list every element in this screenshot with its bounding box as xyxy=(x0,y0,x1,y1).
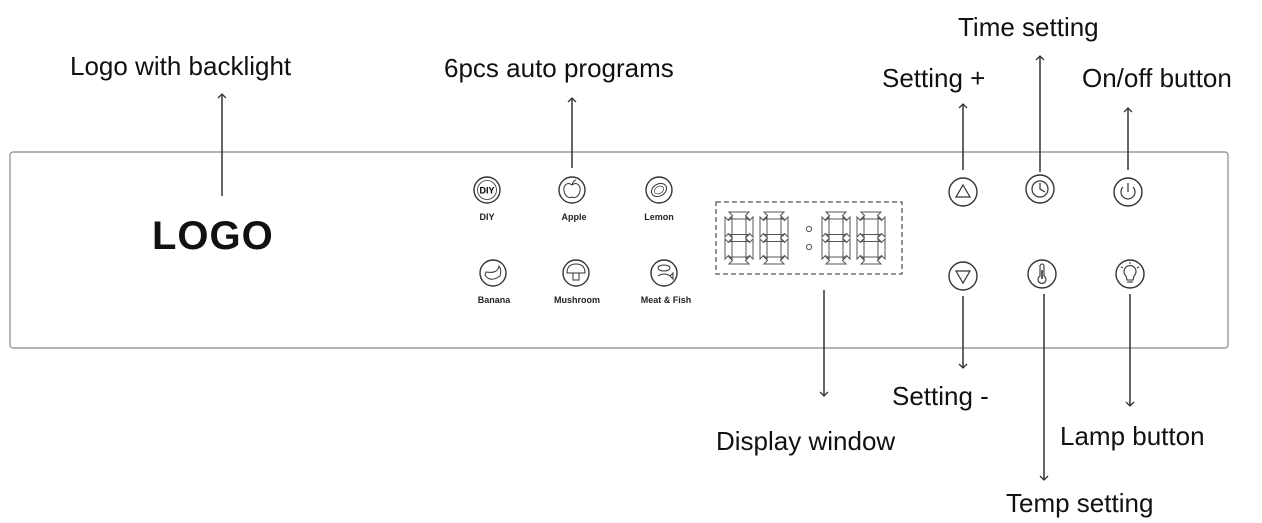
lemon-label: Lemon xyxy=(644,212,674,222)
panel-outline xyxy=(9,151,1229,349)
segment-c xyxy=(745,237,754,261)
temp-setting-button[interactable] xyxy=(1027,259,1057,289)
segment-b xyxy=(780,215,789,239)
segment-a xyxy=(859,211,883,220)
panel-logo: LOGO xyxy=(152,214,274,258)
callout-setting-plus: Setting + xyxy=(882,63,986,93)
callout-display-window: Display window xyxy=(716,426,896,456)
segment-a xyxy=(824,211,848,220)
segment-b xyxy=(877,215,886,239)
segment-c xyxy=(877,237,886,261)
display-digit xyxy=(821,211,851,265)
apple-icon xyxy=(563,179,581,199)
clock-icon xyxy=(1031,180,1049,198)
display-digit xyxy=(724,211,754,265)
segment-b xyxy=(745,215,754,239)
seven-segment-digits xyxy=(724,211,886,265)
banana-icon xyxy=(484,264,502,280)
segment-c xyxy=(780,237,789,261)
banana-button[interactable] xyxy=(479,259,507,287)
lamp-button[interactable] xyxy=(1115,259,1145,289)
colon-dot-bottom xyxy=(805,243,813,251)
thermometer-icon xyxy=(1037,263,1047,284)
callout-lamp-button: Lamp button xyxy=(1060,421,1205,451)
time-setting-button[interactable] xyxy=(1025,174,1055,204)
mushroom-label: Mushroom xyxy=(554,295,600,305)
segment-e xyxy=(821,237,830,261)
callout-setting-minus: Setting - xyxy=(892,381,989,411)
segment-e xyxy=(856,237,865,261)
segment-f xyxy=(759,215,768,239)
meat-fish-icon xyxy=(657,264,674,281)
segment-a xyxy=(727,211,751,220)
display-digit xyxy=(759,211,789,265)
segment-d xyxy=(824,256,848,265)
on-off-button[interactable] xyxy=(1113,177,1143,207)
segment-b xyxy=(842,215,851,239)
segment-f xyxy=(724,215,733,239)
callout-time-setting: Time setting xyxy=(958,12,1099,42)
power-icon xyxy=(1120,183,1136,200)
lemon-button[interactable] xyxy=(645,176,673,204)
colon-dot-top xyxy=(805,225,813,233)
display-window xyxy=(715,201,903,275)
meat-fish-button[interactable] xyxy=(650,259,678,287)
lemon-icon xyxy=(650,182,668,198)
callout-auto-programs: 6pcs auto programs xyxy=(444,53,674,83)
setting-minus-button[interactable] xyxy=(948,261,978,291)
triangle-down-icon xyxy=(954,270,972,285)
segment-f xyxy=(856,215,865,239)
diy-label: DIY xyxy=(479,212,495,222)
display-digit xyxy=(856,211,886,265)
callout-logo-backlight: Logo with backlight xyxy=(70,51,292,81)
callout-temp-setting: Temp setting xyxy=(1006,488,1154,518)
segment-a xyxy=(762,211,786,220)
lamp-icon xyxy=(1120,262,1140,283)
banana-label: Banana xyxy=(477,295,511,305)
meat-fish-label: Meat & Fish xyxy=(640,295,692,305)
segment-d xyxy=(727,256,751,265)
segment-e xyxy=(724,237,733,261)
diy-icon: DIY xyxy=(479,186,494,196)
triangle-up-icon xyxy=(954,183,972,198)
segment-e xyxy=(759,237,768,261)
apple-button[interactable] xyxy=(558,176,586,204)
segment-f xyxy=(821,215,830,239)
diy-button[interactable]: DIY xyxy=(473,176,501,204)
apple-label: Apple xyxy=(561,212,587,222)
mushroom-button[interactable] xyxy=(562,259,590,287)
segment-c xyxy=(842,237,851,261)
mushroom-icon xyxy=(566,263,586,281)
callout-on-off: On/off button xyxy=(1082,63,1232,93)
setting-plus-button[interactable] xyxy=(948,177,978,207)
segment-d xyxy=(762,256,786,265)
segment-d xyxy=(859,256,883,265)
